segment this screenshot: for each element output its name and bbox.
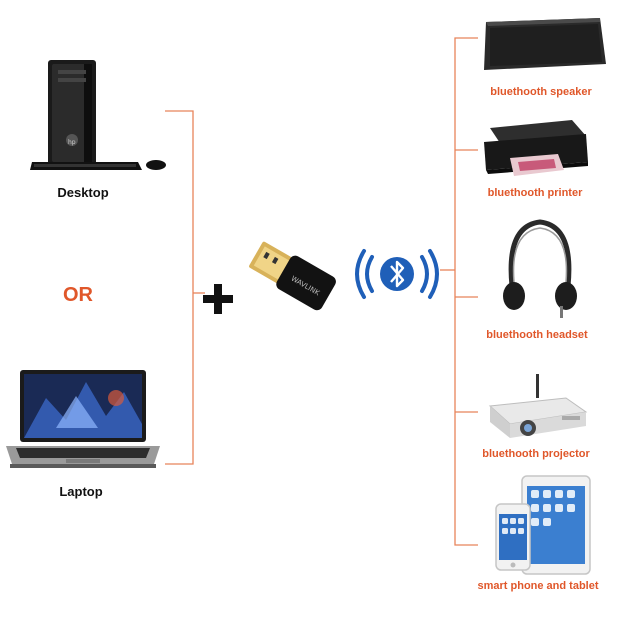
bluetooth-dongle-image: WAVLINK bbox=[249, 241, 336, 311]
device-label-printer: bluethooth printer bbox=[487, 187, 583, 199]
headset-icon bbox=[503, 219, 577, 318]
svg-text:hp: hp bbox=[68, 139, 76, 146]
device-label-phone-tablet: smart phone and tablet bbox=[477, 580, 599, 592]
bluetooth-icon bbox=[355, 249, 439, 299]
or-label: OR bbox=[63, 284, 93, 306]
projector-icon bbox=[488, 374, 588, 438]
device-label-speaker: bluethooth speaker bbox=[490, 86, 592, 98]
laptop-image bbox=[6, 370, 160, 468]
device-label-headset: bluethooth headset bbox=[486, 329, 588, 341]
phone-tablet-icon bbox=[495, 475, 591, 575]
printer-icon bbox=[484, 120, 588, 176]
plus-icon bbox=[203, 284, 233, 314]
desktop-label: Desktop bbox=[57, 185, 109, 200]
laptop-label: Laptop bbox=[59, 484, 103, 499]
desktop-computer-image: hp bbox=[30, 60, 166, 170]
device-label-projector: bluethooth projector bbox=[482, 448, 590, 460]
left-bracket bbox=[165, 110, 194, 465]
right-bracket bbox=[454, 37, 478, 546]
speaker-icon bbox=[484, 18, 606, 70]
